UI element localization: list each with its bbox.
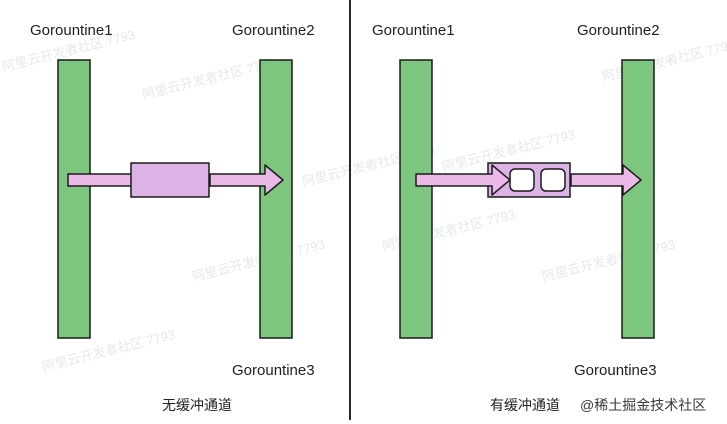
- goroutine2-label-left: Gorountine2: [232, 22, 315, 39]
- unbuffered-caption: 无缓冲通道: [162, 397, 232, 413]
- goroutine1-label-right: Gorountine1: [372, 22, 455, 39]
- receive-arrow-left: [209, 164, 284, 196]
- goroutine2-bar-right: [621, 59, 655, 339]
- buffered-caption: 有缓冲通道: [490, 397, 560, 413]
- buffer-slot: [540, 168, 566, 192]
- goroutine2-label-right: Gorountine2: [577, 22, 660, 39]
- buffer-slot: [509, 168, 535, 192]
- goroutine1-bar-right: [399, 59, 433, 339]
- footer-credit: @稀土掘金技术社区: [580, 397, 707, 413]
- receive-arrow-right: [570, 164, 642, 196]
- goroutine2-bar-left: [259, 59, 293, 339]
- goroutine1-label-left: Gorountine1: [30, 22, 113, 39]
- send-arrow-right: [415, 164, 511, 196]
- unbuffered-channel: [130, 162, 210, 198]
- goroutine3-label-left: Gorountine3: [232, 362, 315, 379]
- goroutine1-bar-left: [57, 59, 91, 339]
- goroutine3-label-right: Gorountine3: [574, 362, 657, 379]
